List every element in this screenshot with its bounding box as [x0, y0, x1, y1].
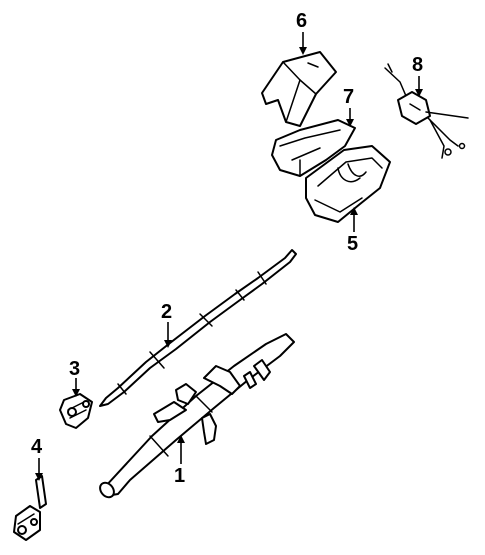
part-5-lower-cover [305, 145, 391, 223]
part-2-steering-shaft [99, 249, 297, 407]
callout-2: 2 [161, 301, 172, 348]
callout-label: 5 [347, 233, 358, 255]
callout-8: 8 [412, 54, 423, 97]
callout-label: 7 [343, 86, 354, 108]
callout-4: 4 [31, 436, 43, 481]
part-6-upper-cover [261, 51, 337, 127]
callout-label: 2 [161, 301, 172, 323]
callout-label: 6 [296, 10, 307, 32]
part-8-combination-switch [384, 63, 469, 159]
callout-7: 7 [343, 86, 354, 127]
callout-label: 8 [412, 54, 423, 76]
callout-label: 4 [31, 436, 43, 458]
part-4-lower-shaft [13, 475, 47, 541]
callout-1: 1 [174, 435, 185, 487]
callout-6: 6 [296, 10, 307, 55]
callout-label: 1 [174, 465, 185, 487]
part-1-column-tube [99, 333, 295, 499]
callout-5: 5 [347, 207, 358, 255]
callout-label: 3 [69, 358, 80, 380]
callout-3: 3 [69, 358, 80, 397]
part-7-shroud [271, 119, 356, 177]
part-3-universal-joint [59, 393, 93, 429]
